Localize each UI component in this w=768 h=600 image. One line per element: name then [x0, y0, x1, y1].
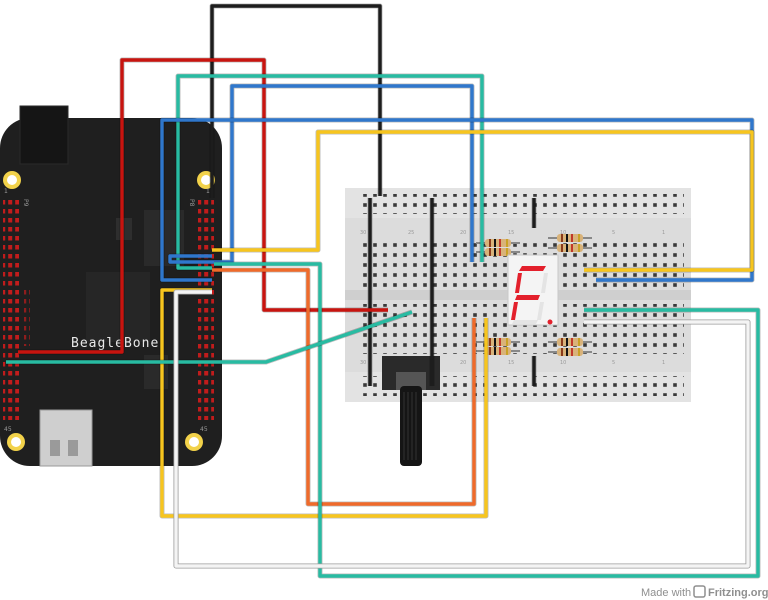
potentiometer-shaft	[400, 386, 422, 466]
beaglebone-board: BeagleBone P9 P8 1 45 1 45	[0, 105, 222, 467]
header-p9-id: P9	[22, 199, 29, 207]
credit-brand: Fritzing.org	[708, 587, 768, 599]
breadboard-column-label: 20	[460, 360, 466, 366]
resistor	[548, 234, 592, 242]
breadboard-column-label: 30	[360, 360, 366, 366]
chip	[116, 218, 132, 240]
resistors	[476, 234, 592, 356]
wire-white	[174, 290, 750, 568]
segment-g	[515, 295, 540, 300]
breadboard-column-label: 1	[662, 360, 665, 366]
segment-a	[519, 266, 546, 271]
ethernet-jack	[19, 105, 69, 165]
breadboard-column-label: 20	[460, 230, 466, 236]
credit-prefix: Made with	[641, 587, 691, 599]
wire-blue-long	[160, 118, 754, 282]
breadboard-column-label: 5	[612, 230, 615, 236]
breadboard-column-label: 10	[560, 360, 566, 366]
seven-segment-display	[507, 254, 559, 326]
header-p8-id: P8	[188, 199, 195, 207]
breadboard-column-label: 25	[408, 230, 414, 236]
wire-teal	[176, 74, 484, 270]
board-label: BeagleBone	[71, 336, 159, 351]
wire-yellow	[212, 130, 754, 272]
breadboard-column-label: 15	[508, 230, 514, 236]
wire-teal-pot	[6, 310, 413, 364]
segment-b	[541, 273, 548, 293]
breadboard-column-label: 15	[508, 360, 514, 366]
segment-dp	[547, 319, 553, 325]
header-p9-pin-bottom: 45	[4, 426, 12, 433]
resistor	[548, 338, 592, 346]
processor-chip	[86, 272, 150, 342]
segment-c	[537, 302, 544, 320]
header-p8-pin-top: 1	[206, 188, 210, 195]
wires	[6, 3, 761, 579]
resistor	[548, 348, 592, 356]
usb-port	[39, 409, 93, 467]
segment-d	[512, 320, 538, 324]
header-p8	[198, 198, 214, 420]
resistor	[548, 244, 592, 252]
wire-black-gnd	[210, 4, 382, 198]
segment-e	[511, 302, 518, 320]
breadboard-column-label: 5	[612, 360, 615, 366]
breadboard-column-label: 1	[662, 230, 665, 236]
wire-red	[18, 58, 388, 354]
breadboard-column-label: 30	[360, 230, 366, 236]
segment-f	[515, 273, 522, 293]
resistor	[476, 338, 520, 346]
breadboard-column-label: 10	[560, 230, 566, 236]
fritzing-credit: Made with Fritzing.org	[641, 585, 768, 599]
fritzing-logo-icon	[693, 585, 706, 598]
resistor	[476, 347, 520, 355]
header-p9	[3, 198, 19, 420]
header-p8-pin-bottom: 45	[200, 426, 208, 433]
wire-teal-long	[214, 262, 760, 578]
wire-orange	[212, 268, 476, 506]
wire-blue	[168, 84, 474, 264]
header-p9-pin-top: 1	[4, 188, 8, 195]
